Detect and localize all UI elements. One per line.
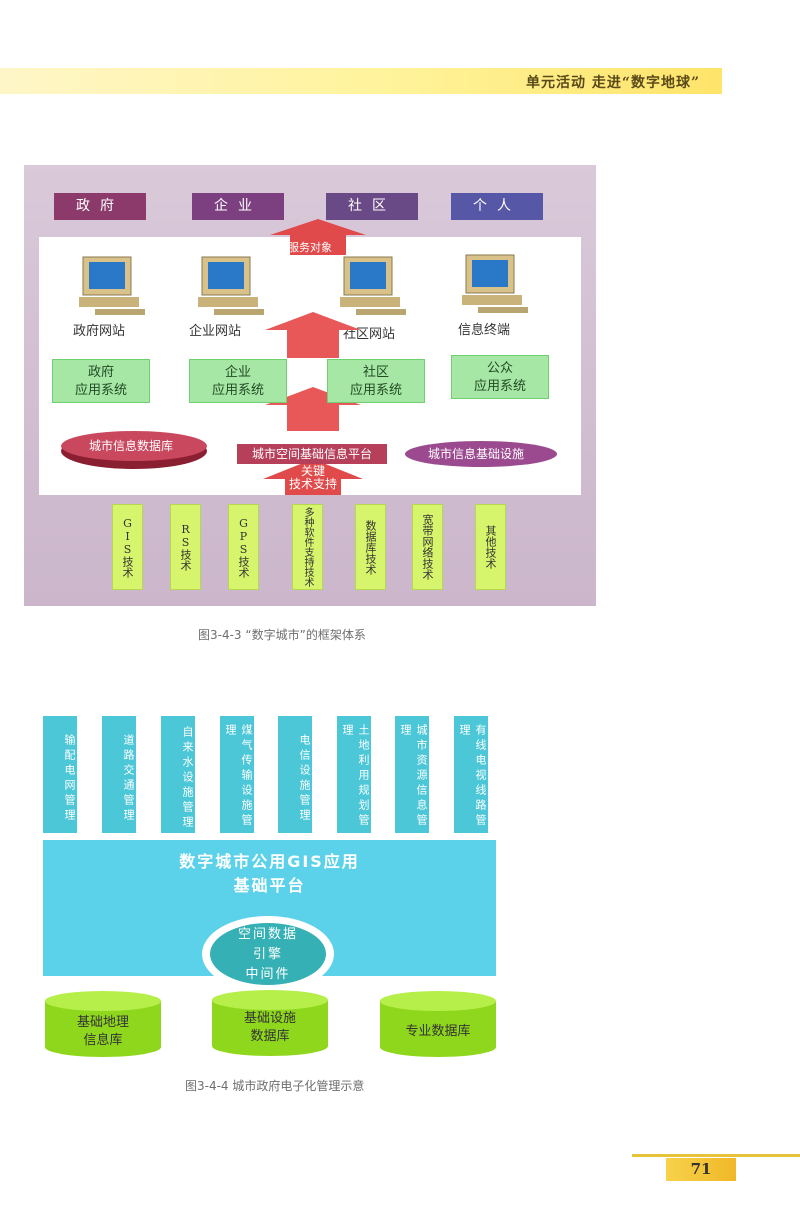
service-arrow-label: 服务对象 — [288, 241, 332, 254]
system-label-line2: 应用系统 — [473, 379, 526, 394]
enterprise-system-box: 企业 应用系统 — [189, 359, 287, 403]
key-tech-label-line1: 关键 — [301, 464, 326, 478]
mgmt-road-traffic: 道路交通管理 — [102, 716, 136, 833]
tech-software: 多种软件支持技术 — [292, 504, 323, 590]
gis-platform-box: 数字城市公用GIS应用 基础平台 空间数据 引擎 中间件 — [43, 840, 496, 992]
community-system-box: 社区 应用系统 — [327, 359, 425, 403]
engine-label-line2: 引擎 — [252, 947, 283, 962]
tech-gis: GIS技术 — [112, 504, 143, 590]
computer-icon — [198, 256, 264, 315]
chapter-header-band: 单元活动 走进“数字地球” — [0, 68, 722, 94]
digital-city-framework-figure: 政府 企业 社区 个人 服务对象 政府网站 企业网站 社区网 — [24, 165, 596, 606]
engine-label-line1: 空间数据 — [237, 927, 298, 942]
mgmt-city-resources: 城市资源信息管理 — [395, 716, 429, 833]
service-target-enterprise: 企业 — [192, 193, 284, 220]
page-number-rule — [632, 1154, 800, 1157]
tech-database: 数据库技术 — [355, 504, 386, 590]
database-cylinder-icon — [380, 991, 496, 1057]
engine-label-line3: 中间件 — [245, 967, 291, 982]
computer-label-terminal: 信息终端 — [458, 323, 511, 338]
figure-caption-3-4-3: 图3-4-3 “数字城市”的框架体系 — [198, 628, 366, 642]
tech-gps: GPS技术 — [228, 504, 259, 590]
system-label-line2: 应用系统 — [349, 383, 402, 398]
service-target-community: 社区 — [326, 193, 418, 220]
tech-broadband: 宽带网络技术 — [412, 504, 443, 590]
city-infrastructure-label: 城市信息基础设施 — [428, 447, 525, 461]
gis-platform-title-line2: 基础平台 — [233, 876, 306, 895]
service-target-individual: 个人 — [451, 193, 543, 220]
chapter-header-title: 单元活动 走进“数字地球” — [526, 75, 700, 91]
db-professional: 专业数据库 — [405, 1024, 471, 1039]
public-system-box: 公众 应用系统 — [451, 355, 549, 399]
database-cylinder-icon — [45, 991, 161, 1057]
system-label-line1: 企业 — [224, 365, 251, 380]
mgmt-cable-tv: 有线电视线路管理 — [454, 716, 488, 833]
db-basic-geo: 基础地理 信息库 — [63, 1014, 143, 1050]
mgmt-water-supply: 自来水设施管理 — [161, 716, 195, 833]
system-label-line1: 政府 — [87, 365, 114, 380]
up-arrow-icon — [265, 312, 361, 358]
system-label-line2: 应用系统 — [74, 383, 127, 398]
database-cylinder-icon — [212, 990, 328, 1056]
city-infrastructure-ellipse — [405, 441, 557, 467]
key-tech-arrow — [263, 459, 363, 495]
government-system-box: 政府 应用系统 — [52, 359, 150, 403]
figure-caption-3-4-4: 图3-4-4 城市政府电子化管理示意 — [185, 1079, 365, 1093]
db-label-line1: 基础设施 — [243, 1011, 296, 1026]
service-target-government: 政府 — [54, 193, 146, 220]
spatial-info-platform: 城市空间基础信息平台 — [237, 444, 387, 464]
system-label-line1: 公众 — [486, 361, 513, 376]
system-label-line2: 应用系统 — [211, 383, 264, 398]
service-arrow — [270, 219, 366, 255]
mgmt-telecom: 电信设施管理 — [278, 716, 312, 833]
city-info-database-label: 城市信息数据库 — [89, 439, 174, 453]
mgmt-power-grid: 输配电网管理 — [43, 716, 77, 833]
tech-rs: RS技术 — [170, 504, 201, 590]
gis-platform-title: 数字城市公用GIS应用 基础平台 — [43, 850, 496, 898]
computer-label-government: 政府网站 — [73, 324, 126, 339]
spatial-engine-ring: 空间数据 引擎 中间件 — [202, 916, 334, 992]
city-info-database-ellipse — [61, 431, 207, 469]
computer-icon — [340, 256, 406, 315]
db-label-line1: 基础地理 — [76, 1015, 129, 1030]
computer-label-enterprise: 企业网站 — [189, 324, 242, 339]
computer-label-community: 社区网站 — [343, 327, 396, 342]
system-label-line1: 社区 — [362, 365, 389, 380]
page-number: 71 — [666, 1158, 736, 1181]
framework-inner-panel: 服务对象 政府网站 企业网站 社区网站 信息终 — [39, 219, 581, 495]
key-tech-label: 关键 技术支持 — [289, 465, 337, 491]
db-infrastructure: 基础设施 数据库 — [230, 1010, 310, 1046]
mgmt-gas-transmission: 煤气传输设施管理 — [220, 716, 254, 833]
gis-platform-title-line1: 数字城市公用GIS应用 — [179, 852, 360, 871]
key-tech-label-line2: 技术支持 — [289, 477, 338, 491]
mgmt-land-planning: 土地利用规划管理 — [337, 716, 371, 833]
computer-icon — [462, 254, 528, 313]
spatial-engine-middleware: 空间数据 引擎 中间件 — [210, 923, 326, 985]
computer-icon — [79, 256, 145, 315]
db-label-line2: 信息库 — [83, 1033, 123, 1048]
tech-other: 其他技术 — [475, 504, 506, 590]
db-label-line2: 数据库 — [250, 1029, 290, 1044]
